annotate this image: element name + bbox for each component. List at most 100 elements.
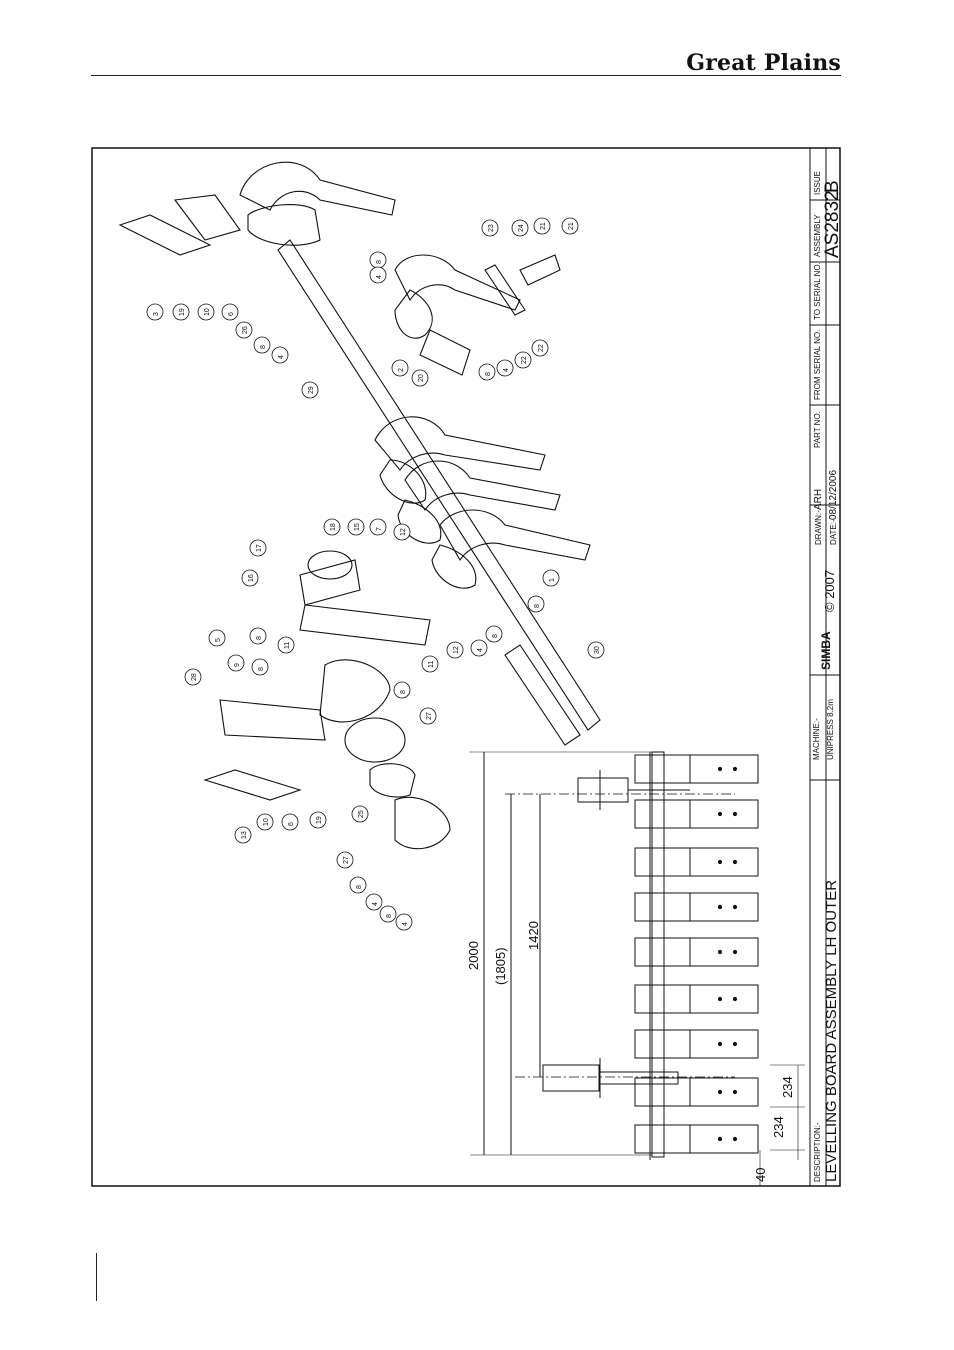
part-balloon [347,518,365,536]
part-balloon [527,595,545,613]
part-balloon-label: 10 [263,818,270,826]
plan-tine [634,847,759,877]
part-balloon-label: 4 [402,922,409,926]
issue-letter: B [822,180,843,193]
plan-tine [634,984,759,1014]
part-balloon [542,569,560,587]
part-balloon-label: 27 [343,856,350,864]
part-balloon-label: 8 [492,634,499,638]
part-balloon [587,641,605,659]
issue-label: ISSUE [813,171,822,195]
part-balloon-label: 8 [376,260,383,264]
lower-plate [394,796,451,850]
part-balloon [421,655,439,673]
part-balloon [253,336,271,354]
dim-234-upper: 234 [780,1076,795,1098]
part-balloon-label: 28 [191,673,198,681]
part-balloon-label: 12 [453,646,460,654]
plan-tine-bolt [732,859,738,865]
part-balloon [249,627,267,645]
plan-tine-bolt [732,904,738,910]
part-balloon [369,518,387,536]
plan-tine-bolt [717,1041,723,1047]
part-balloon [533,217,551,235]
part-balloon-label: 21 [540,222,547,230]
part-balloon [227,654,245,672]
part-balloon-label: 8 [386,914,393,918]
part-balloon [419,707,437,725]
tine-blade-24 [519,254,561,286]
simba-logo: SIMBA [819,631,833,670]
part-balloon [369,266,387,284]
plan-tine-bolt [732,996,738,1002]
plan-tine-bolt [717,996,723,1002]
square-shaft [277,239,601,731]
machine-text: UNIPRESS 8.2m [826,699,835,760]
part-balloon [271,346,289,364]
pivot-plate [319,659,391,723]
plan-tine-bolt [732,1089,738,1095]
part-balloon [369,251,387,269]
part-balloon-label: 11 [284,642,291,649]
plan-tine [634,1077,759,1107]
part-balloon [197,303,215,321]
drawing-frame [91,147,841,1187]
part-balloon [411,369,429,387]
part-balloon-label: 8 [260,345,267,349]
ring-plate [344,717,406,763]
plan-bracket-lower [542,1064,600,1092]
plan-tine [634,1029,759,1059]
part-balloon-label: 12 [400,528,407,536]
brand-logo: Great Plains [686,50,841,76]
part-balloon [241,569,259,587]
to-serial-label: TO SERIAL NO. [813,262,822,320]
copyright-text: © 2007 [822,570,837,612]
part-balloon-label: 8 [356,885,363,889]
part-balloon-label: 8 [258,667,265,671]
part-balloon [446,641,464,659]
part-balloon-label: 6 [228,312,235,316]
dim-40: 40 [753,1168,768,1182]
part-balloon [336,851,354,869]
plan-tine [634,799,759,829]
tine-assembly-3 [374,416,546,471]
assembly-number: AS2832 [822,190,843,258]
part-balloon-label: 16 [248,574,255,582]
part-balloon-label: 4 [278,355,285,359]
part-balloon-label: 5 [215,638,222,642]
spring-stack [299,559,361,606]
mount-plate [369,763,416,798]
date-text: 08/12/2006 [828,470,839,520]
lever-arm [299,604,431,646]
tine-arm-23 [484,264,526,316]
part-balloon [323,518,341,536]
part-balloon-label: 27 [426,712,433,720]
part-balloon [349,876,367,894]
header-rule [91,75,841,76]
part-balloon [531,339,549,357]
part-balloon [393,523,411,541]
tine-assembly-5 [439,509,591,562]
dim-1805: (1805) [493,947,508,985]
date-label: DATE:- [829,519,838,545]
part-no-label: PART NO. [813,411,822,448]
footer-rule [96,1253,97,1301]
part-balloon [478,363,496,381]
plan-tines [634,754,759,1154]
part-balloon [281,813,299,831]
part-balloon-label: 30 [594,646,601,654]
plan-tine-bolt [717,1089,723,1095]
plan-tine-bolt [732,1041,738,1047]
dim-2000: 2000 [466,941,481,970]
part-balloon [234,826,252,844]
part-balloon-label: 8 [400,690,407,694]
part-balloon-label: 4 [477,648,484,652]
drawn-text: ARH [813,489,824,510]
part-balloon-label: 19 [316,816,323,824]
part-balloon-label: 20 [418,374,425,382]
exploded-view [118,161,601,850]
part-balloon-label: 8 [534,604,541,608]
part-balloon-label: 21 [568,222,575,230]
tine-assembly-1 [239,161,396,216]
part-balloon [309,811,327,829]
